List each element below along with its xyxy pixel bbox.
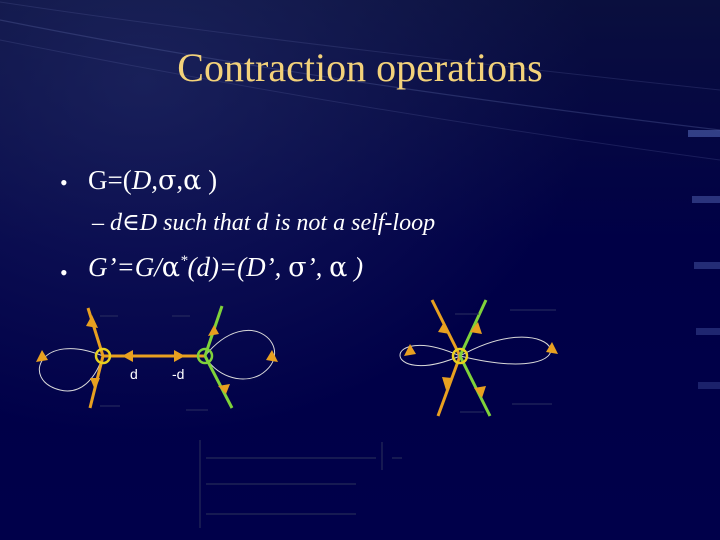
text-fragment: ) (347, 252, 364, 282)
arrow-icon (90, 378, 100, 390)
sigma-symbol: σ (157, 165, 177, 196)
arrow-icon (438, 322, 450, 334)
slide-title: Contraction operations (177, 45, 543, 90)
left-vertex (94, 347, 112, 365)
sigma-symbol: σ (288, 252, 307, 283)
contracted-left-loop (399, 345, 461, 367)
contracted-edge (436, 355, 462, 417)
bullet-2: • (60, 260, 68, 285)
label-d: d (130, 366, 138, 382)
sub-item-condition: – d∈D such that d is not a self-loop (92, 208, 435, 237)
label-minus-d: -d (172, 366, 185, 382)
text-fragment: ’, (306, 252, 330, 282)
text-fragment: , (176, 165, 184, 195)
arrow-icon (470, 322, 482, 334)
star-superscript: * (179, 253, 188, 269)
alpha-symbol: α (183, 165, 202, 196)
arrow-icon (442, 377, 452, 390)
text-fragment: D such that d is not a self-loop (139, 210, 436, 236)
left-edge-up (86, 307, 105, 357)
right-edge-down (203, 355, 234, 409)
arrow-icon (86, 315, 98, 328)
contracted-vertex (451, 347, 469, 365)
faint-formula-block (199, 440, 402, 528)
dash: – (92, 210, 104, 236)
bullet-item-graph: G=(D,σ,α ) (88, 165, 217, 196)
contracted-edge (458, 355, 492, 417)
arrow-icon (266, 350, 278, 362)
arrow-icon (218, 384, 230, 394)
text-fragment: G=( (88, 165, 132, 195)
right-vertex (196, 347, 214, 365)
arrow-icon (122, 350, 133, 362)
arrow-icon (174, 350, 185, 362)
arrow-icon (208, 325, 219, 336)
text-fragment: (d)=(D’, (187, 252, 289, 282)
arrow-icon (404, 344, 416, 356)
text-fragment: D, (131, 165, 158, 195)
contraction-diagram (36, 299, 558, 417)
arrow-icon (546, 342, 558, 354)
arrow-icon (36, 350, 48, 362)
text-fragment: d (110, 210, 122, 236)
right-loop (204, 330, 275, 380)
bullet-1: • (60, 170, 68, 195)
alpha-symbol: α (161, 252, 180, 283)
faint-annotations (100, 309, 556, 413)
arrow-icon (474, 386, 486, 398)
text-fragment: ) (201, 165, 218, 195)
element-of-symbol: ∈ (122, 208, 140, 236)
contracted-right-loop (459, 336, 552, 365)
alpha-symbol: α (329, 252, 348, 283)
bullet-item-contraction: G’=G/α*(d)=(D’, σ’, α ) (88, 252, 363, 283)
text-fragment: G’=G/ (88, 252, 162, 282)
contracted-edge (458, 299, 488, 357)
